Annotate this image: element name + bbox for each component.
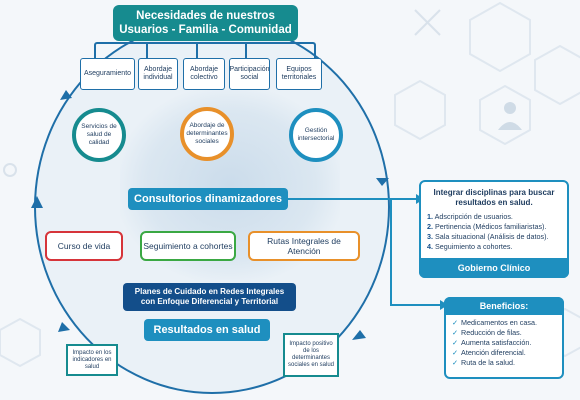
needs-bracket [94, 42, 316, 62]
consultorios-label: Consultorios dinamizadores [128, 188, 288, 210]
planes-line2: con Enfoque Diferencial y Territorial [140, 297, 279, 306]
arrow-bottom-right-icon [352, 330, 366, 340]
connector-vertical [390, 200, 392, 304]
connector-to-gobierno [288, 198, 416, 200]
list-item: ✓Ruta de la salud. [452, 358, 515, 367]
bracket-tick [196, 44, 198, 58]
check-icon: ✓ [452, 338, 459, 347]
route-seguimiento-cohortes: Seguimiento a cohortes [140, 231, 236, 261]
list-item: 4. Seguimiento a cohortes. [427, 242, 513, 251]
arrow-top-left-icon [60, 90, 72, 100]
person-icon [498, 102, 522, 130]
arrow-right-icon [376, 178, 389, 186]
impact-determinantes-box: Impacto positivo de los determinantes so… [283, 333, 339, 377]
check-icon: ✓ [452, 318, 459, 327]
bracket-tick [146, 44, 148, 58]
route-rutas-integrales: Rutas Integrales de Atención [248, 231, 360, 261]
list-item: 3. Sala situacional (Análisis de datos). [427, 232, 549, 241]
arrow-bottom-left-icon [58, 322, 70, 332]
check-icon: ✓ [452, 348, 459, 357]
box-participacion-social: Participación social [229, 58, 270, 90]
box-equipos-territoriales: Equipos territoriales [276, 58, 322, 90]
list-item: ✓Aumenta satisfacción. [452, 338, 532, 347]
list-item: ✓Medicamentos en casa. [452, 318, 537, 327]
box-abordaje-colectivo: Abordaje colectivo [183, 58, 225, 90]
box-aseguramiento: Aseguramiento [80, 58, 135, 90]
gobierno-list: 1. Adscripción de usuarios. 2. Pertinenc… [421, 212, 567, 252]
beneficios-panel: Beneficios: ✓Medicamentos en casa. ✓Redu… [444, 297, 564, 379]
needs-title-box: Necesidades de nuestros Usuarios - Famil… [113, 5, 298, 41]
impact-indicadores-box: Impacto en los indicadores en salud [66, 344, 118, 376]
ring-gestion-intersectorial: Gestión intersectorial [289, 108, 343, 162]
resultados-label: Resultados en salud [144, 319, 270, 341]
ring-servicios-salud: Servicios de salud de calidad [72, 108, 126, 162]
check-icon: ✓ [452, 328, 459, 337]
bracket-tick [245, 44, 247, 58]
planes-cuidado-box: Planes de Cuidado en Redes Integrales co… [123, 283, 296, 311]
beneficios-list: ✓Medicamentos en casa. ✓Reducción de fil… [446, 318, 562, 368]
check-icon: ✓ [452, 358, 459, 367]
gobierno-footer: Gobierno Clínico [419, 258, 569, 278]
beneficios-title: Beneficios: [444, 297, 564, 315]
list-item: ✓Atención diferencial. [452, 348, 526, 357]
route-curso-de-vida: Curso de vida [45, 231, 123, 261]
list-item: ✓Reducción de filas. [452, 328, 522, 337]
box-abordaje-individual: Abordaje individual [138, 58, 178, 90]
gobierno-title: Integrar disciplinas para buscar resulta… [433, 188, 555, 207]
planes-line1: Planes de Cuidado en Redes Integrales [134, 287, 285, 296]
needs-title-line1: Necesidades de nuestros [136, 10, 275, 22]
connector-to-beneficios [390, 304, 442, 306]
ring-determinantes-sociales: Abordaje de determinantes sociales [180, 107, 234, 161]
needs-title-line2: Usuarios - Familia - Comunidad [119, 24, 292, 36]
list-item: 1. Adscripción de usuarios. [427, 212, 513, 221]
list-item: 2. Pertinencia (Médicos familiaristas). [427, 222, 547, 231]
gobierno-clinico-panel: Integrar disciplinas para buscar resulta… [419, 180, 569, 278]
arrow-left-icon [31, 196, 43, 208]
